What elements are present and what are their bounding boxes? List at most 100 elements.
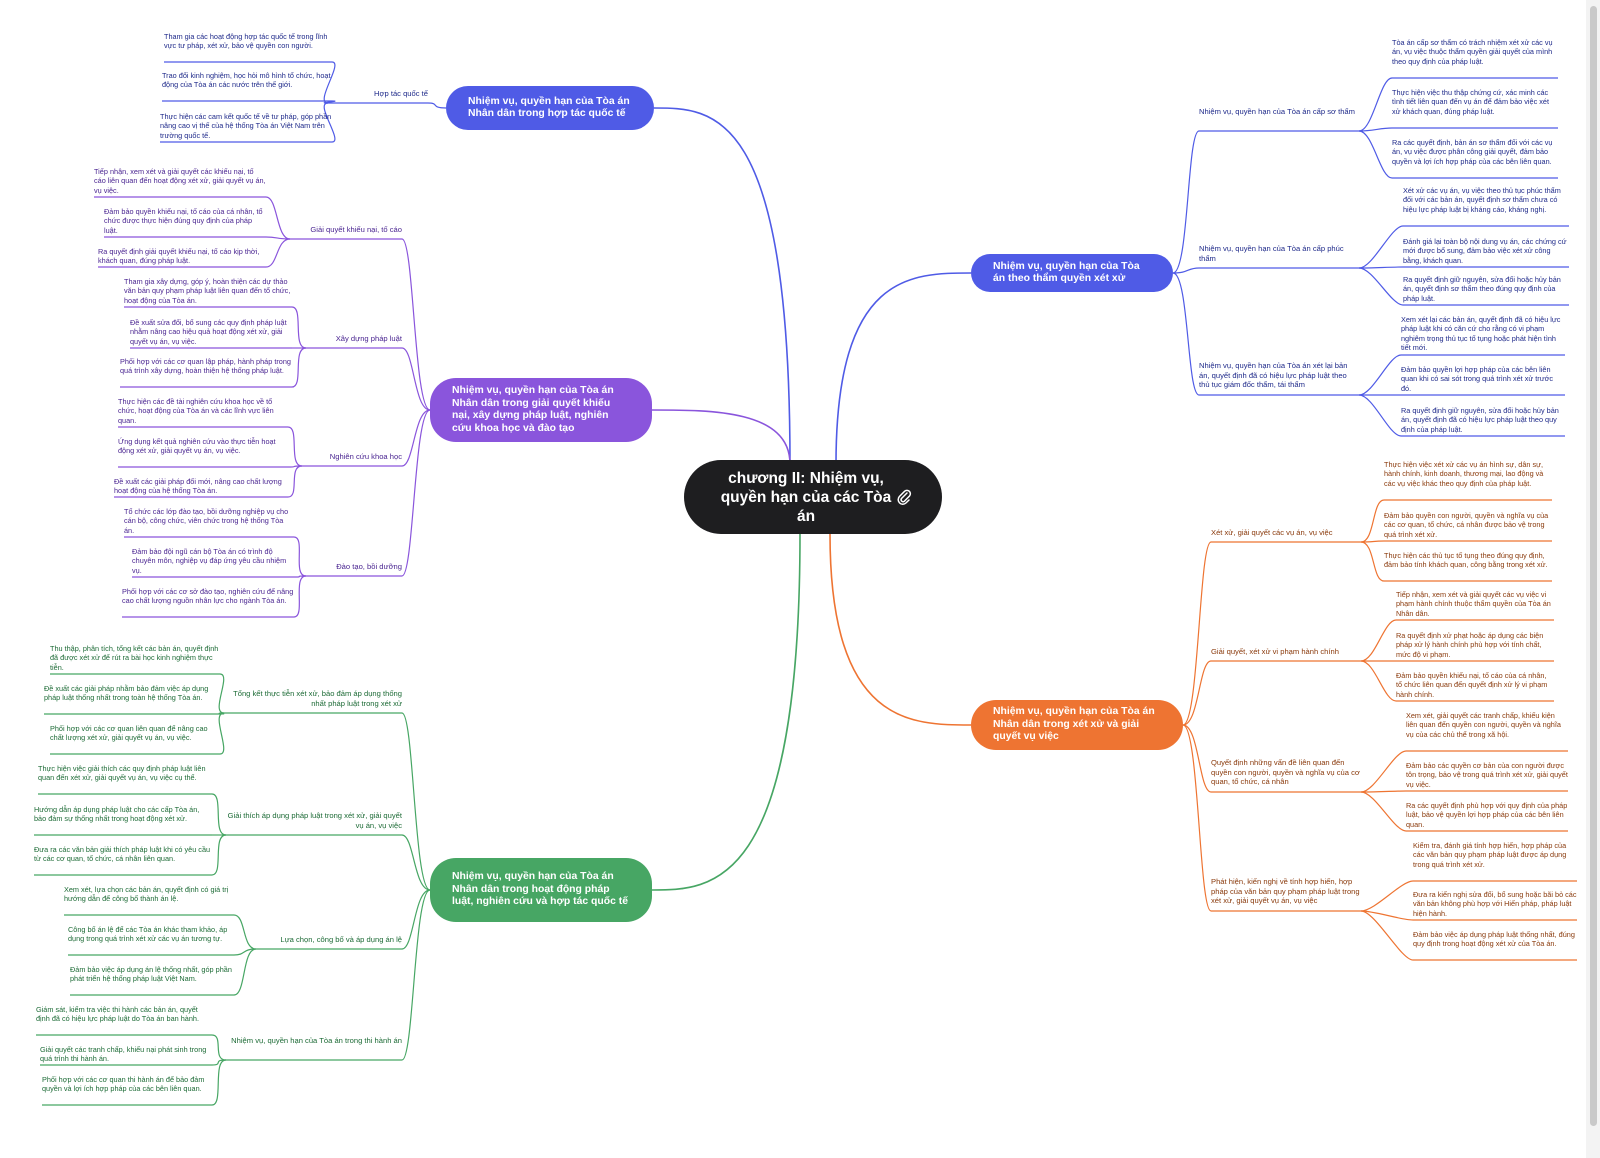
leaf-topic[interactable]: Đảm bảo quyền lợi hợp pháp của các bên l… bbox=[1401, 365, 1554, 393]
root-topic[interactable]: chương II: Nhiệm vụ, quyền hạn của các T… bbox=[684, 460, 942, 534]
subtopic-connector bbox=[1182, 541, 1212, 726]
branch-label: Nhiệm vụ, quyền hạn của Tòa án Nhân dân … bbox=[452, 871, 628, 908]
leaf-topic[interactable]: Đảm bảo đội ngũ cán bộ Tòa án có trình đ… bbox=[132, 547, 287, 575]
leaf-topic[interactable]: Tham gia các hoạt động hợp tác quốc tế t… bbox=[164, 32, 328, 51]
leaf-connector bbox=[1358, 267, 1404, 306]
attachment-icon[interactable] bbox=[896, 488, 912, 506]
scrollbar-thumb[interactable] bbox=[1590, 6, 1597, 1126]
branch-khieu-nai-xay-dung-phap-luat[interactable]: Nhiệm vụ, quyền hạn của Tòa án Nhân dân … bbox=[430, 378, 652, 442]
leaf-topic[interactable]: Phối hợp với các cơ sở đào tạo, nghiên c… bbox=[122, 587, 294, 606]
leaf-topic[interactable]: Đề xuất sửa đổi, bổ sung các quy định ph… bbox=[130, 318, 287, 346]
leaf-topic[interactable]: Thực hiện việc giải thích các quy định p… bbox=[38, 764, 206, 783]
leaf-topic[interactable]: Đảm bảo các quyền cơ bản của con người đ… bbox=[1406, 761, 1568, 789]
leaf-topic[interactable]: Giám sát, kiểm tra việc thi hành các bản… bbox=[36, 1005, 199, 1024]
subtopic[interactable]: Đào tạo, bồi dưỡng bbox=[336, 562, 402, 571]
leaf-topic[interactable]: Đảm bảo quyền khiếu nại, tố cáo của cá n… bbox=[1396, 671, 1548, 699]
leaf-topic[interactable]: Tham gia xây dựng, góp ý, hoàn thiện các… bbox=[124, 277, 291, 305]
leaf-topic[interactable]: Xem xét lại các bản án, quyết định đã có… bbox=[1401, 315, 1561, 352]
leaf-topic[interactable]: Đảm bảo việc áp dụng pháp luật thống nhấ… bbox=[1413, 930, 1575, 949]
leaf-topic[interactable]: Đưa ra các văn bản giải thích pháp luật … bbox=[34, 845, 211, 864]
subtopic[interactable]: Tổng kết thực tiễn xét xử, bảo đảm áp dụ… bbox=[233, 689, 402, 708]
subtopic[interactable]: Xét xử, giải quyết các vụ án, vụ việc bbox=[1211, 528, 1333, 537]
branch-xet-xu-giai-quyet-vu-viec[interactable]: Nhiệm vụ, quyền hạn của Tòa án Nhân dân … bbox=[971, 700, 1183, 750]
subtopic[interactable]: Phát hiện, kiến nghị về tính hợp hiến, h… bbox=[1211, 877, 1360, 906]
leaf-topic[interactable]: Thu thập, phân tích, tổng kết các bản án… bbox=[50, 644, 219, 672]
leaf-topic[interactable]: Trao đổi kinh nghiệm, học hỏi mô hình tổ… bbox=[162, 71, 331, 90]
branch-connector bbox=[829, 533, 972, 726]
subtopic[interactable]: Nhiệm vụ, quyền hạn của Tòa án trong thi… bbox=[231, 1036, 402, 1045]
branch-label: Nhiệm vụ, quyền hạn của Tòa án theo thẩm… bbox=[993, 260, 1140, 285]
leaf-connector bbox=[1360, 791, 1407, 832]
subtopic[interactable]: Quyết định những vấn đề liên quan đến qu… bbox=[1211, 758, 1360, 787]
leaf-topic[interactable]: Hướng dẫn áp dụng pháp luật cho các cấp … bbox=[34, 805, 200, 824]
leaf-topic[interactable]: Kiểm tra, đánh giá tính hợp hiến, hợp ph… bbox=[1413, 841, 1567, 869]
subtopic[interactable]: Hợp tác quốc tế bbox=[374, 89, 428, 98]
leaf-topic[interactable]: Ra quyết định giải quyết khiếu nại, tố c… bbox=[98, 247, 260, 266]
leaf-topic[interactable]: Đảm bảo quyền con người, quyền và nghĩa … bbox=[1384, 511, 1549, 539]
leaf-topic[interactable]: Phối hợp với các cơ quan thi hành án để … bbox=[42, 1075, 205, 1094]
leaf-topic[interactable]: Xét xử các vụ án, vụ việc theo thủ tục p… bbox=[1403, 186, 1561, 214]
leaf-topic[interactable]: Xem xét, lựa chọn các bản án, quyết định… bbox=[64, 885, 229, 904]
leaf-topic[interactable]: Đánh giá lại toàn bộ nội dung vụ án, các… bbox=[1403, 237, 1567, 265]
leaf-topic[interactable]: Ứng dụng kết quả nghiên cứu vào thực tiễ… bbox=[118, 437, 276, 456]
leaf-topic[interactable]: Đảm bảo việc áp dụng án lệ thống nhất, g… bbox=[70, 965, 232, 984]
leaf-topic[interactable]: Phối hợp với các cơ quan liên quan để nâ… bbox=[50, 724, 208, 743]
subtopic[interactable]: Giải quyết, xét xử vi phạm hành chính bbox=[1211, 647, 1339, 656]
leaf-topic[interactable]: Tiếp nhận, xem xét và giải quyết các vụ … bbox=[1396, 590, 1551, 618]
subtopic[interactable]: Nhiệm vụ, quyền hạn của Tòa án cấp phúc … bbox=[1199, 244, 1344, 263]
subtopic[interactable]: Nhiệm vụ, quyền hạn của Tòa án cấp sơ th… bbox=[1199, 107, 1355, 116]
leaf-topic[interactable]: Ra các quyết định, bản án sơ thẩm đối vớ… bbox=[1392, 138, 1553, 166]
leaf-topic[interactable]: Giải quyết các tranh chấp, khiếu nại phá… bbox=[40, 1045, 207, 1064]
leaf-topic[interactable]: Ra các quyết định phù hợp với quy định c… bbox=[1406, 801, 1568, 829]
leaf-topic[interactable]: Đảm bảo quyền khiếu nại, tố cáo của cá n… bbox=[104, 207, 263, 235]
branch-connector bbox=[653, 107, 791, 465]
leaf-connector bbox=[1360, 619, 1397, 662]
leaf-topic[interactable]: Công bố án lệ để các Tòa án khác tham kh… bbox=[68, 925, 228, 944]
branch-hoat-dong-phap-luat[interactable]: Nhiệm vụ, quyền hạn của Tòa án Nhân dân … bbox=[430, 858, 652, 922]
subtopic-connector bbox=[401, 347, 431, 411]
subtopic-connector bbox=[1182, 724, 1212, 793]
leaf-connector bbox=[291, 306, 307, 349]
leaf-topic[interactable]: Tổ chức các lớp đào tạo, bồi dưỡng nghiệ… bbox=[124, 507, 289, 535]
subtopic[interactable]: Giải thích áp dụng pháp luật trong xét x… bbox=[227, 811, 402, 830]
leaf-connector bbox=[1358, 394, 1402, 437]
subtopic[interactable]: Lựa chọn, công bố và áp dụng án lệ bbox=[280, 935, 402, 944]
branch-connector bbox=[651, 409, 791, 465]
leaf-topic[interactable]: Đưa ra kiến nghị sửa đổi, bổ sung hoặc b… bbox=[1413, 890, 1577, 918]
leaf-topic[interactable]: Phối hợp với các cơ quan lập pháp, hành … bbox=[120, 357, 291, 376]
subtopic[interactable]: Giải quyết khiếu nại, tố cáo bbox=[310, 225, 402, 234]
leaf-connector bbox=[233, 948, 257, 996]
subtopic[interactable]: Xây dựng pháp luật bbox=[335, 334, 402, 343]
leaf-topic[interactable]: Xem xét, giải quyết các tranh chấp, khiế… bbox=[1406, 711, 1561, 739]
vertical-scrollbar[interactable] bbox=[1586, 0, 1600, 1158]
branch-label: Nhiệm vụ, quyền hạn của Tòa án Nhân dân … bbox=[993, 706, 1155, 743]
leaf-topic[interactable]: Thực hiện các thủ tục tố tụng theo đúng … bbox=[1384, 551, 1548, 570]
leaf-topic[interactable]: Tiếp nhận, xem xét và giải quyết các khi… bbox=[94, 167, 266, 195]
leaf-topic[interactable]: Ra quyết định giữ nguyên, sửa đổi hoặc h… bbox=[1403, 275, 1561, 303]
leaf-topic[interactable]: Đề xuất các giải pháp đổi mới, nâng cao … bbox=[114, 477, 282, 496]
leaf-topic[interactable]: Thực hiện các cam kết quốc tế về tư pháp… bbox=[160, 112, 332, 140]
leaf-connector bbox=[1358, 225, 1404, 269]
subtopic[interactable]: Nghiên cứu khoa học bbox=[329, 452, 402, 461]
leaf-connector bbox=[265, 238, 291, 268]
subtopic[interactable]: Nhiệm vụ, quyền hạn của Tòa án xét lại b… bbox=[1199, 361, 1348, 390]
subtopic-connector bbox=[427, 102, 447, 109]
root-topic-label: chương II: Nhiệm vụ, quyền hạn của các T… bbox=[720, 469, 892, 525]
leaf-connector bbox=[218, 673, 225, 714]
leaf-topic[interactable]: Thực hiện các đề tài nghiên cứu khoa học… bbox=[118, 397, 274, 425]
subtopic-connector bbox=[1172, 267, 1200, 274]
leaf-topic[interactable]: Thực hiện việc xét xử các vụ án hình sự,… bbox=[1384, 460, 1544, 488]
subtopic-connector bbox=[401, 409, 431, 577]
leaf-topic[interactable]: Đề xuất các giải pháp nhằm bảo đảm việc … bbox=[44, 684, 209, 703]
subtopic-connector bbox=[401, 889, 431, 950]
leaf-topic[interactable]: Ra quyết định xử phạt hoặc áp dụng các b… bbox=[1396, 631, 1544, 659]
branch-hop-tac-quoc-te[interactable]: Nhiệm vụ, quyền hạn của Tòa án Nhân dân … bbox=[446, 86, 654, 130]
branch-tham-quyen-xet-xu[interactable]: Nhiệm vụ, quyền hạn của Tòa án theo thẩm… bbox=[971, 254, 1173, 292]
leaf-topic[interactable]: Thực hiện việc thu thập chứng cứ, xác mi… bbox=[1392, 88, 1549, 116]
leaf-topic[interactable]: Tòa án cấp sơ thẩm có trách nhiệm xét xử… bbox=[1392, 38, 1553, 66]
branch-connector bbox=[835, 272, 972, 465]
leaf-topic[interactable]: Ra quyết định giữ nguyên, sửa đổi hoặc h… bbox=[1401, 406, 1559, 434]
leaf-connector bbox=[1358, 266, 1404, 269]
